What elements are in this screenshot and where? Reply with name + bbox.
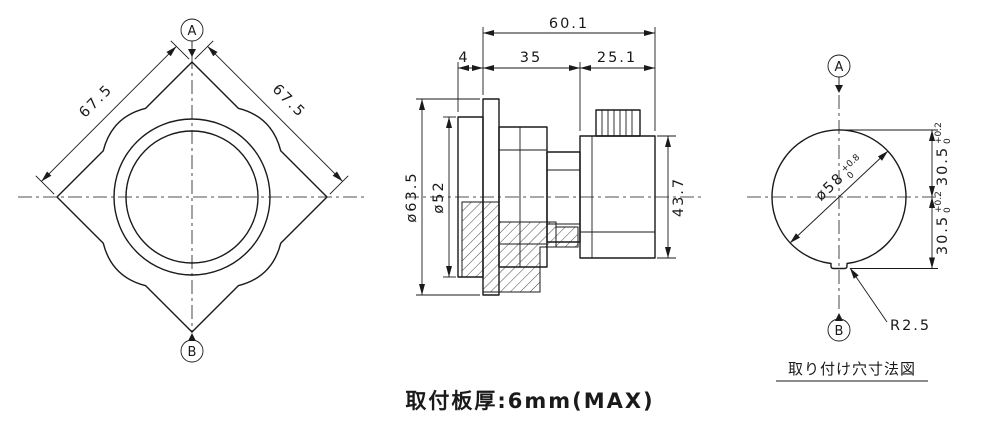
dim-30-5-upper: 30.5 +0.2 0 (839, 122, 953, 197)
datum-arrow-icon (188, 333, 196, 341)
leader-line (849, 267, 888, 323)
tolerance-upper: +0.2 (934, 191, 944, 213)
datum-letter: B (188, 345, 197, 360)
dim-label: 67.5 (269, 81, 309, 121)
dim-67-5-left: 67.5 (35, 40, 190, 195)
dim-label: 67.5 (76, 81, 116, 121)
hatch-section-ring (555, 226, 579, 248)
dim-label: 43.7 (671, 177, 687, 217)
dim-label: R2.5 (890, 318, 931, 334)
mounting-hole-outline (771, 129, 907, 270)
dim-label: 60.1 (549, 16, 589, 32)
dim-label: ø52 (431, 180, 447, 213)
section-view: 60.1 4 35 25.1 ø63.5 (404, 16, 702, 296)
dimension-line (207, 46, 343, 182)
dim-dia-63-5: ø63.5 (404, 98, 480, 296)
dim-35: 35 (483, 50, 581, 131)
dim-30-5-lower: 30.5 +0.2 0 (850, 191, 953, 269)
dim-4: 4 (457, 50, 483, 112)
datum-b-symbol: B (180, 333, 204, 363)
datum-a-symbol: A (827, 54, 851, 93)
terminal-ridges (601, 110, 633, 136)
extension-line (170, 40, 190, 60)
datum-a-symbol: A (180, 18, 204, 57)
extension-line (35, 175, 55, 195)
datum-letter: A (835, 60, 844, 75)
dim-label: ø58 (813, 170, 848, 204)
button-rim-circle (113, 118, 271, 276)
dim-label: ø63.5 (404, 171, 420, 222)
dim-label: 25.1 (597, 50, 637, 66)
datum-arrow-icon (188, 49, 196, 57)
datum-b-symbol: B (827, 313, 851, 342)
dim-25-1: 25.1 (580, 50, 655, 71)
dimension-line (41, 46, 177, 182)
dim-43-7: 43.7 (657, 135, 687, 259)
hatch-section-flange (482, 201, 500, 293)
dimension-line (789, 150, 889, 244)
datum-arrow-icon (835, 313, 843, 321)
datum-letter: A (188, 24, 197, 39)
dim-label: 30.5 (935, 215, 951, 255)
datum-arrow-icon (835, 85, 843, 93)
hole-view-caption: 取り付け穴寸法図 (776, 360, 928, 382)
button-face-circle (125, 130, 259, 264)
hatch-section-panel-step (498, 221, 557, 293)
extension-line (329, 175, 349, 195)
dim-label: 35 (520, 50, 542, 66)
tolerance-upper: +0.2 (934, 122, 944, 144)
front-view: 67.5 67.5 A B (18, 18, 368, 363)
dim-67-5-right: 67.5 (194, 40, 349, 195)
tolerance-lower: 0 (943, 138, 953, 144)
dim-label: 4 (458, 50, 469, 66)
tolerance-lower: 0 (943, 207, 953, 213)
hatch-section-cap (461, 201, 484, 278)
datum-letter: B (835, 324, 844, 339)
mounting-plate-note: 取付板厚:6mm(MAX) (405, 389, 654, 413)
extension-line (194, 40, 214, 60)
dim-dia-52: ø52 (431, 116, 456, 278)
terminal-outline (595, 109, 641, 137)
dim-r2-5: R2.5 (849, 267, 931, 334)
dim-label: 30.5 (935, 146, 951, 186)
tolerance-lower: 0 (846, 170, 857, 181)
caption-text: 取り付け穴寸法図 (788, 360, 916, 378)
dim-60-1: 60.1 (482, 16, 656, 131)
hole-view: A B ø58 +0.8 0 30.5 +0.2 0 (747, 54, 953, 382)
